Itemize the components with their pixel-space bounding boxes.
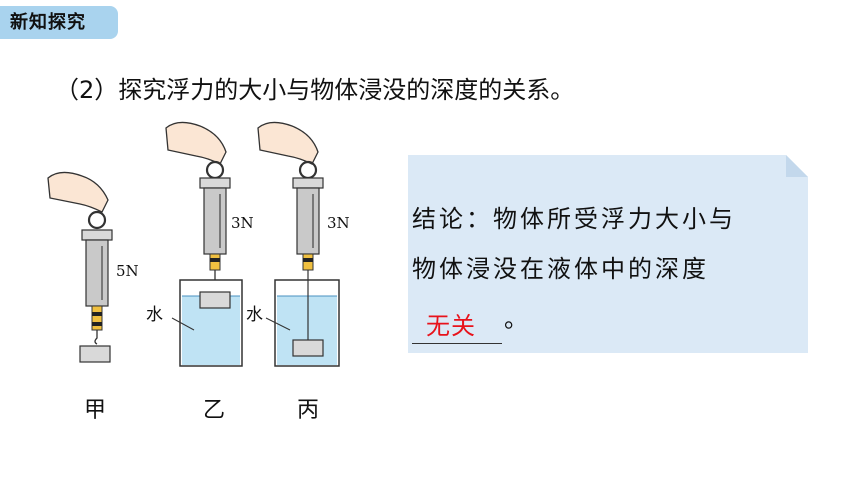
conclusion-end: 。 <box>504 305 531 333</box>
answer-blank: 无关 <box>412 307 502 344</box>
caption-bing: 丙 <box>296 398 319 423</box>
conclusion-text: 结论：物体所受浮力大小与 物体浸没在液体中的深度 无关。 <box>412 194 797 344</box>
water-label-bing: 水 <box>246 305 263 325</box>
reading-yi: 3N <box>231 214 254 232</box>
spring-scale-bing <box>257 121 340 367</box>
conclusion-line-3: 无关。 <box>412 294 797 344</box>
conclusion-panel <box>408 155 808 353</box>
spring-scale-yi <box>165 121 243 367</box>
caption-jia: 甲 <box>83 398 106 423</box>
water-label-yi: 水 <box>146 305 163 325</box>
spring-scale-jia <box>47 171 113 363</box>
experiment-figure <box>47 121 340 367</box>
reading-jia: 5N <box>116 262 139 280</box>
reading-bing: 3N <box>327 214 350 232</box>
experiment-heading: （2）探究浮力的大小与物体浸没的深度的关系。 <box>55 76 575 104</box>
conclusion-line-2: 物体浸没在液体中的深度 <box>412 255 709 283</box>
caption-yi: 乙 <box>202 398 225 423</box>
section-badge: 新知探究 <box>0 6 118 39</box>
conclusion-line-1: 结论：物体所受浮力大小与 <box>412 205 736 233</box>
answer-text: 无关 <box>426 312 476 340</box>
